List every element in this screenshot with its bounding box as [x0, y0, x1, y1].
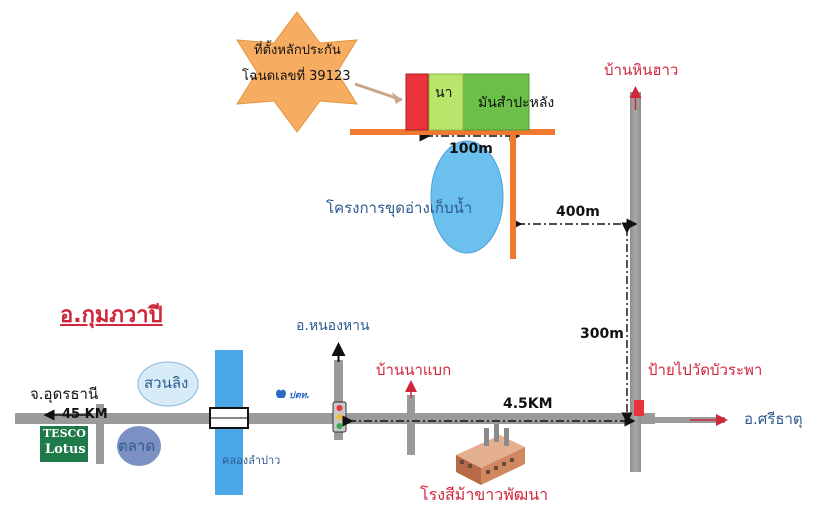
road-to-ban-hin-hao: [630, 92, 641, 472]
star-icon: [236, 11, 358, 133]
cassava-field-label: มันสำปะหลัง: [478, 95, 555, 111]
park-ellipse: [137, 361, 199, 407]
distance-label-300m: 300m: [580, 326, 624, 342]
tesco-label: TESCO: [43, 427, 86, 440]
cassava-field: [461, 73, 530, 131]
tesco-lotus-logo: [40, 426, 88, 462]
distance-label-100m: 100m: [449, 141, 493, 157]
road-near-tesco: [96, 404, 104, 464]
market-circle: [117, 426, 161, 466]
star-pointer-head: [392, 92, 402, 104]
place-ban-hin-hao: บ้านหินฮาว: [604, 61, 679, 79]
road-to-ban-na-baek: [407, 395, 415, 455]
place-park: สวนลิง: [144, 374, 189, 392]
star-label-line1: ที่ตั้งหลักประกัน: [254, 43, 341, 58]
rice-field: [428, 73, 464, 131]
pond-label: โครงการขุดอ่างเก็บน้ำ: [326, 199, 473, 217]
district-title: อ.กุมภวาปี: [60, 303, 163, 328]
rice-field-label: นา: [435, 85, 453, 101]
place-factory: โรงสีม้าขาวพัฒนา: [420, 485, 549, 504]
orange-road-horizontal: [350, 129, 555, 135]
place-si-that: อ.ศรีธาตุ: [744, 410, 803, 428]
distance-label-45km-left: 45 KM: [62, 407, 108, 422]
distance-label-45km: 4.5KM: [503, 396, 553, 412]
place-market: ตลาด: [118, 437, 156, 455]
star-label-line2: โฉนดเลขที่ 39123: [242, 69, 351, 84]
lotus-label: Lotus: [45, 442, 86, 457]
place-nong-han: อ.หนองหาน: [296, 318, 370, 334]
place-udon: จ.อุดรธานี: [30, 385, 99, 403]
place-canal: คลองลำปาว: [222, 454, 281, 467]
temple-sign-marker: [634, 400, 644, 416]
orange-road-vertical: [510, 135, 516, 259]
factory-icon: [456, 424, 525, 485]
ptt-logo-icon: [276, 389, 286, 398]
pond: [430, 140, 504, 254]
plot-marker: [405, 73, 429, 131]
distance-label-400m: 400m: [556, 204, 600, 220]
ptt-label: ปตท.: [289, 391, 310, 401]
road-to-nong-han: [334, 360, 343, 440]
traffic-light-icon: [332, 401, 347, 433]
place-temple-sign: ป้ายไปวัดบัวระพา: [648, 361, 763, 379]
place-ban-na-baek: บ้านนาแบก: [376, 361, 452, 379]
